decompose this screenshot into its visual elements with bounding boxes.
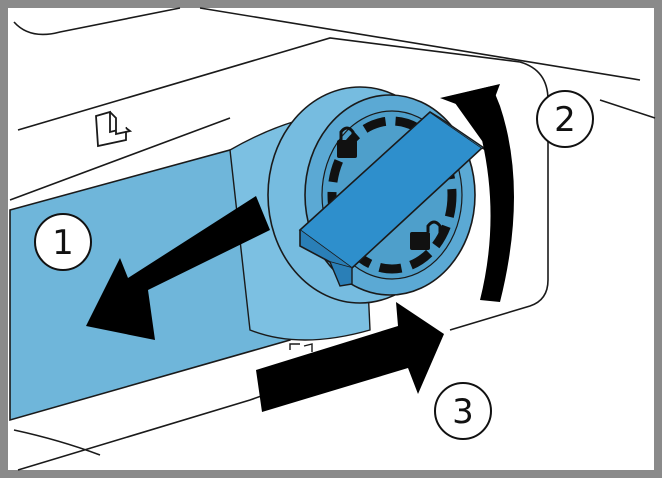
step-marker-2: 2 xyxy=(537,91,593,147)
step-marker-1: 1 xyxy=(35,214,91,270)
step-marker-3: 3 xyxy=(435,383,491,439)
step-number-1: 1 xyxy=(52,223,74,263)
step-number-3: 3 xyxy=(452,392,474,432)
step-number-2: 2 xyxy=(554,100,576,140)
